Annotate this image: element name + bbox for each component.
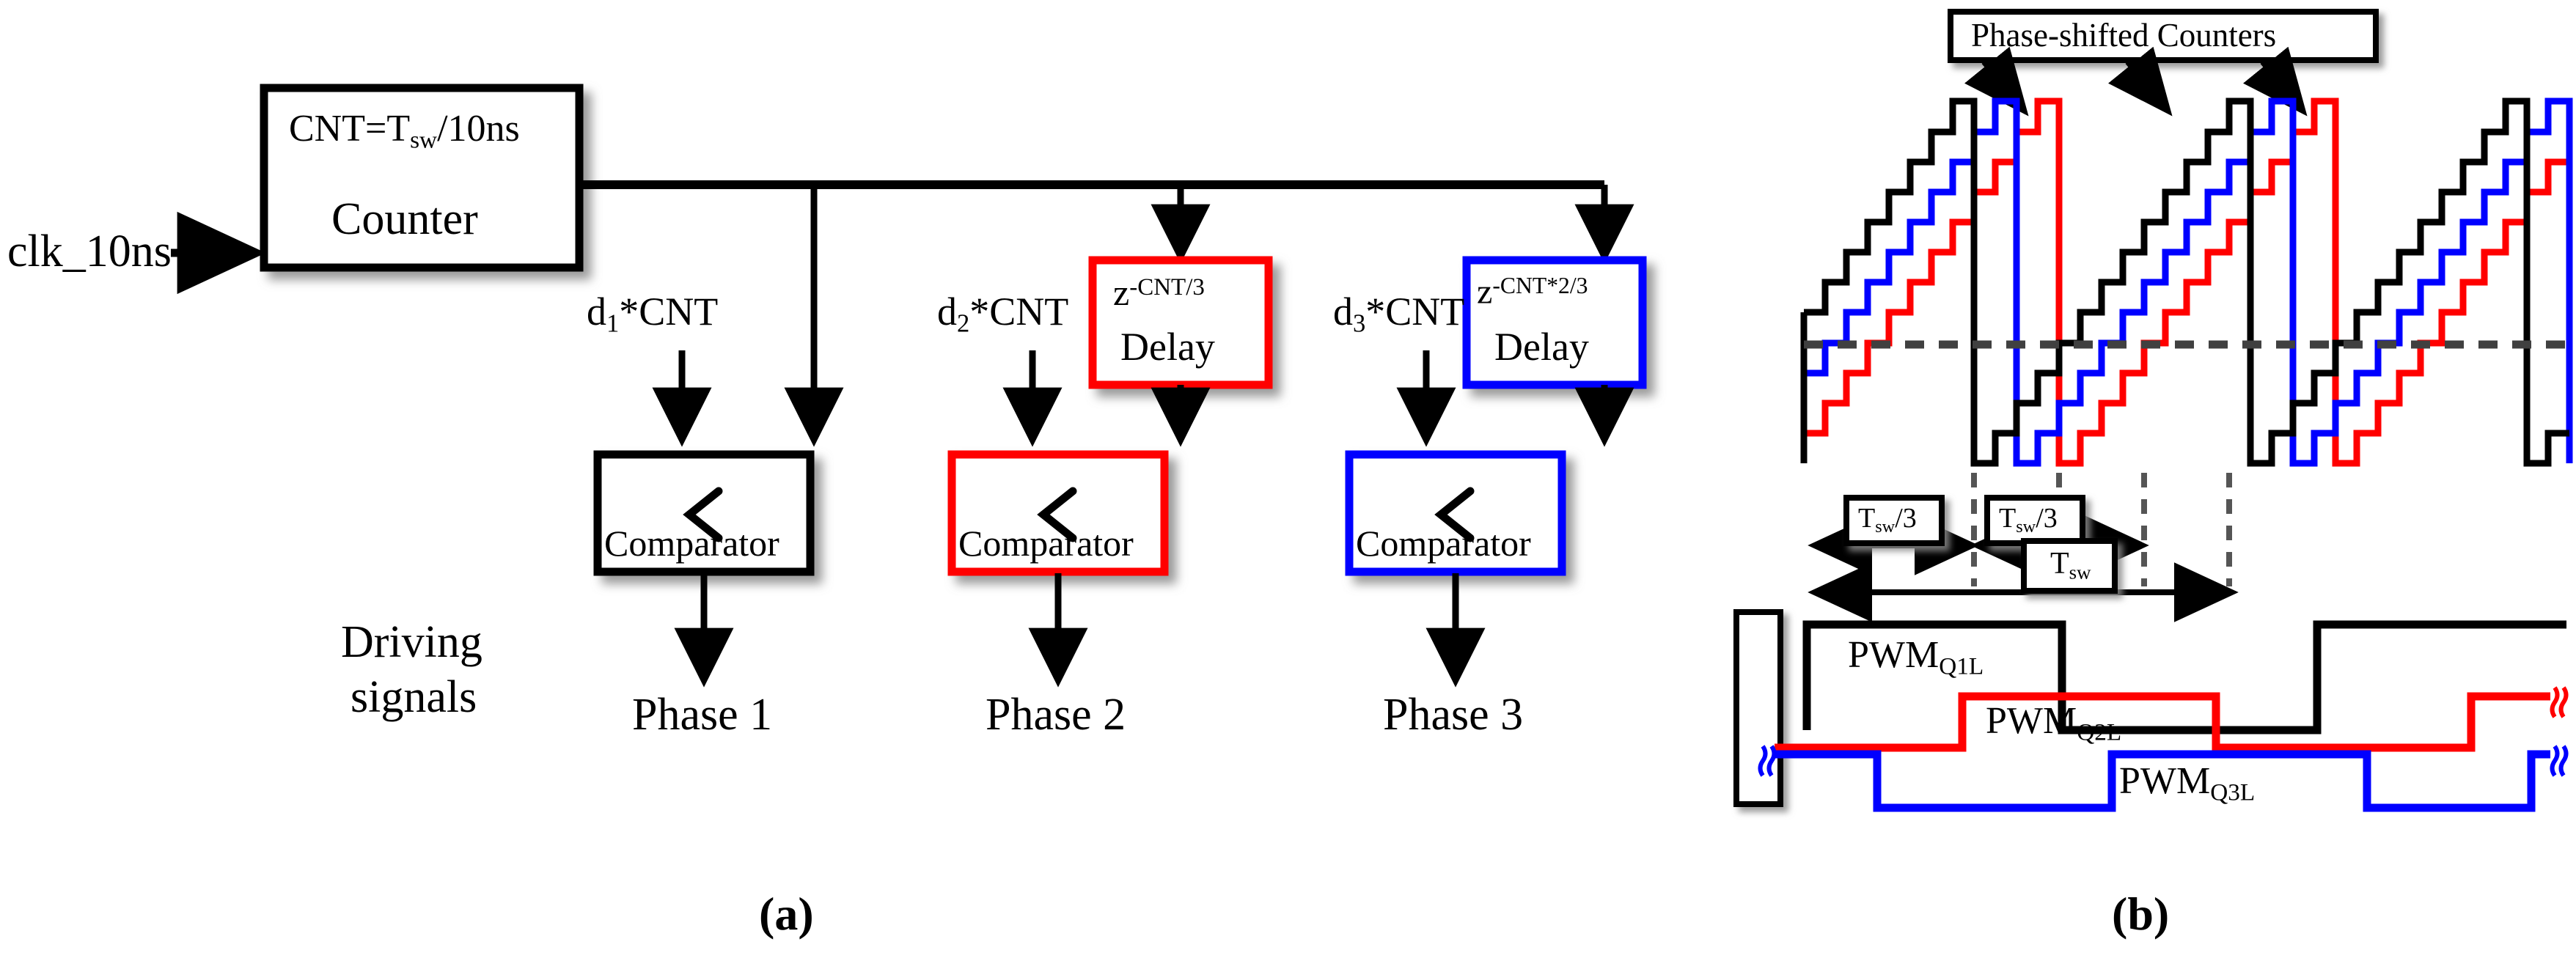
- pwm-q3l-waveform: [1775, 750, 2550, 812]
- delay-block-blue[interactable]: [1462, 256, 1647, 389]
- duty1-sub: 1: [606, 309, 620, 338]
- less-than-glyphs: [683, 487, 1475, 542]
- pwm-q1l-label: PWMQ1L: [1848, 636, 1984, 679]
- counter-output-bus: [579, 180, 1634, 447]
- pwm-q3l-sub: Q3L: [2210, 778, 2256, 806]
- counter-waveform-red: [1800, 97, 2569, 467]
- counter-block-title: Counter: [331, 194, 478, 244]
- delay-blue-title: Delay: [1494, 325, 1589, 369]
- duty3-sub: 3: [1353, 309, 1366, 338]
- pwm-q1l-sub: Q1L: [1939, 652, 1984, 680]
- pwm-q1l-waveform: [1802, 620, 2566, 734]
- tsw-third-box-1-label: Tsw/3: [1858, 504, 1917, 536]
- delay-red-exponent: -CNT/3: [1129, 274, 1205, 301]
- tsw-full-box: [2021, 538, 2118, 594]
- driving-signals-label-box: [1733, 609, 1783, 807]
- phase-output-arrows: [674, 573, 1486, 688]
- duty3-label: d3*CNT: [1333, 292, 1464, 336]
- counter-waveform-black: [1800, 97, 2569, 467]
- panel-a-caption: (a): [759, 888, 814, 940]
- comparator-1-label: Comparator: [604, 523, 779, 564]
- delay-red-expression: z-CNT/3: [1113, 274, 1205, 311]
- delay-blue-expression: z-CNT*2/3: [1477, 274, 1588, 309]
- duty1-suffix: *CNT: [619, 290, 719, 334]
- tsw-prefix: T: [2050, 547, 2069, 581]
- tsw3-1-prefix: T: [1858, 503, 1876, 534]
- phase-shifted-counters-callout-label: Phase-shifted Counters: [1971, 17, 2277, 54]
- pwm-q3l-prefix: PWM: [2119, 760, 2211, 802]
- tsw-sub: sw: [2069, 561, 2091, 583]
- delay-red-base: z: [1113, 272, 1130, 313]
- duty1-label: d1*CNT: [587, 292, 718, 336]
- tsw-full-box-label: Tsw: [2050, 548, 2091, 582]
- pwm-q1l-prefix: PWM: [1848, 634, 1940, 676]
- phase-3-output-label: Phase 3: [1383, 690, 1524, 740]
- duty3-prefix: d: [1333, 290, 1353, 334]
- comparator-block-2[interactable]: [947, 450, 1169, 576]
- tsw3-2-suffix: /3: [2036, 503, 2058, 534]
- driving-signals-label-line1: Driving: [341, 617, 482, 667]
- phase-1-output-label: Phase 1: [632, 690, 773, 740]
- counter-block[interactable]: [260, 84, 584, 272]
- duty1-prefix: d: [587, 290, 606, 334]
- tsw3-1-sub: sw: [1875, 516, 1896, 537]
- duty2-suffix: *CNT: [969, 290, 1069, 334]
- comparator-3-label: Comparator: [1356, 523, 1531, 564]
- delay-blue-exponent: -CNT*2/3: [1492, 273, 1588, 298]
- tsw-third-box-2-label: Tsw/3: [1999, 504, 2058, 536]
- squiggle-break-marks: [1758, 686, 2569, 777]
- pwm-q2l-prefix: PWM: [1986, 700, 2077, 742]
- counter-eq-suffix: /10ns: [437, 108, 520, 150]
- duty2-sub: 2: [957, 309, 970, 338]
- comparator-block-3[interactable]: [1345, 450, 1566, 576]
- tsw3-1-suffix: /3: [1895, 503, 1917, 534]
- pwm-q2l-waveform: [1775, 692, 2550, 752]
- pwm-q2l-label: PWMQ2L: [1986, 702, 2121, 745]
- counter-eq-sub: sw: [410, 126, 438, 154]
- tsw-third-box-1: [1843, 495, 1945, 546]
- tsw3-2-sub: sw: [2016, 516, 2036, 537]
- comparator-2-label: Comparator: [958, 523, 1134, 564]
- panel-b-caption: (b): [2112, 888, 2170, 940]
- delay-red-title: Delay: [1120, 325, 1215, 369]
- pwm-q3l-label: PWMQ3L: [2119, 762, 2255, 805]
- clk-input-label: clk_10ns: [7, 227, 172, 276]
- counter-block-equation: CNT=Tsw/10ns: [289, 110, 520, 152]
- tsw3-2-prefix: T: [1999, 503, 2017, 534]
- duty2-prefix: d: [937, 290, 957, 334]
- counter-eq-prefix: CNT=T: [289, 108, 411, 150]
- pwm-q2l-sub: Q2L: [2077, 718, 2122, 746]
- driving-signals-label-line2: signals: [351, 672, 477, 722]
- duty2-label: d2*CNT: [937, 292, 1068, 336]
- delay-blue-base: z: [1477, 272, 1493, 312]
- comparator-block-1[interactable]: [593, 450, 815, 576]
- phase-2-output-label: Phase 2: [986, 690, 1126, 740]
- duty3-suffix: *CNT: [1365, 290, 1465, 334]
